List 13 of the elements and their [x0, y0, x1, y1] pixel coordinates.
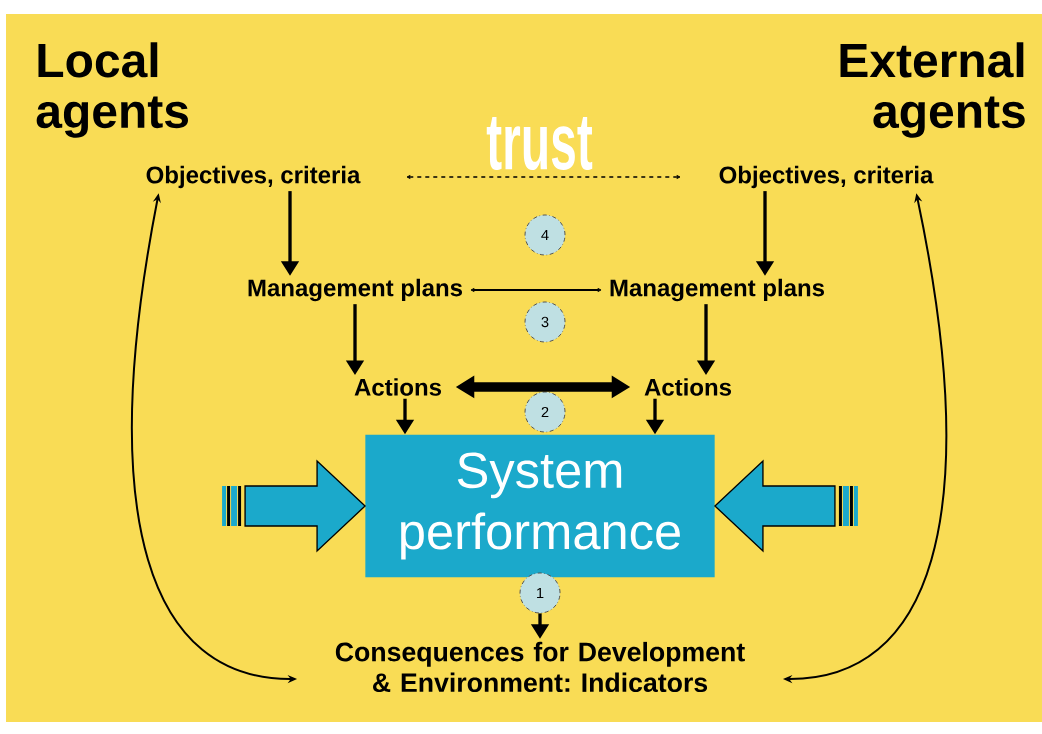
- process-label: Actions: [354, 378, 442, 396]
- system-box: System performance: [365, 434, 715, 578]
- process-label: Management plans: [610, 278, 824, 302]
- edge-label: trust: [485, 115, 594, 172]
- heading: External agents: [840, 42, 1025, 138]
- process-label: Management plans: [248, 278, 462, 302]
- process-label: Actions: [644, 378, 731, 396]
- process-label: Objectives, criteria: [146, 165, 361, 189]
- outcome-label: Consequences for Development & Environment: Indicators: [335, 641, 745, 693]
- arrow: [406, 175, 681, 179]
- process-label: Objectives, criteria: [719, 165, 934, 189]
- arrow: [470, 288, 602, 292]
- heading: Local agents: [36, 42, 188, 138]
